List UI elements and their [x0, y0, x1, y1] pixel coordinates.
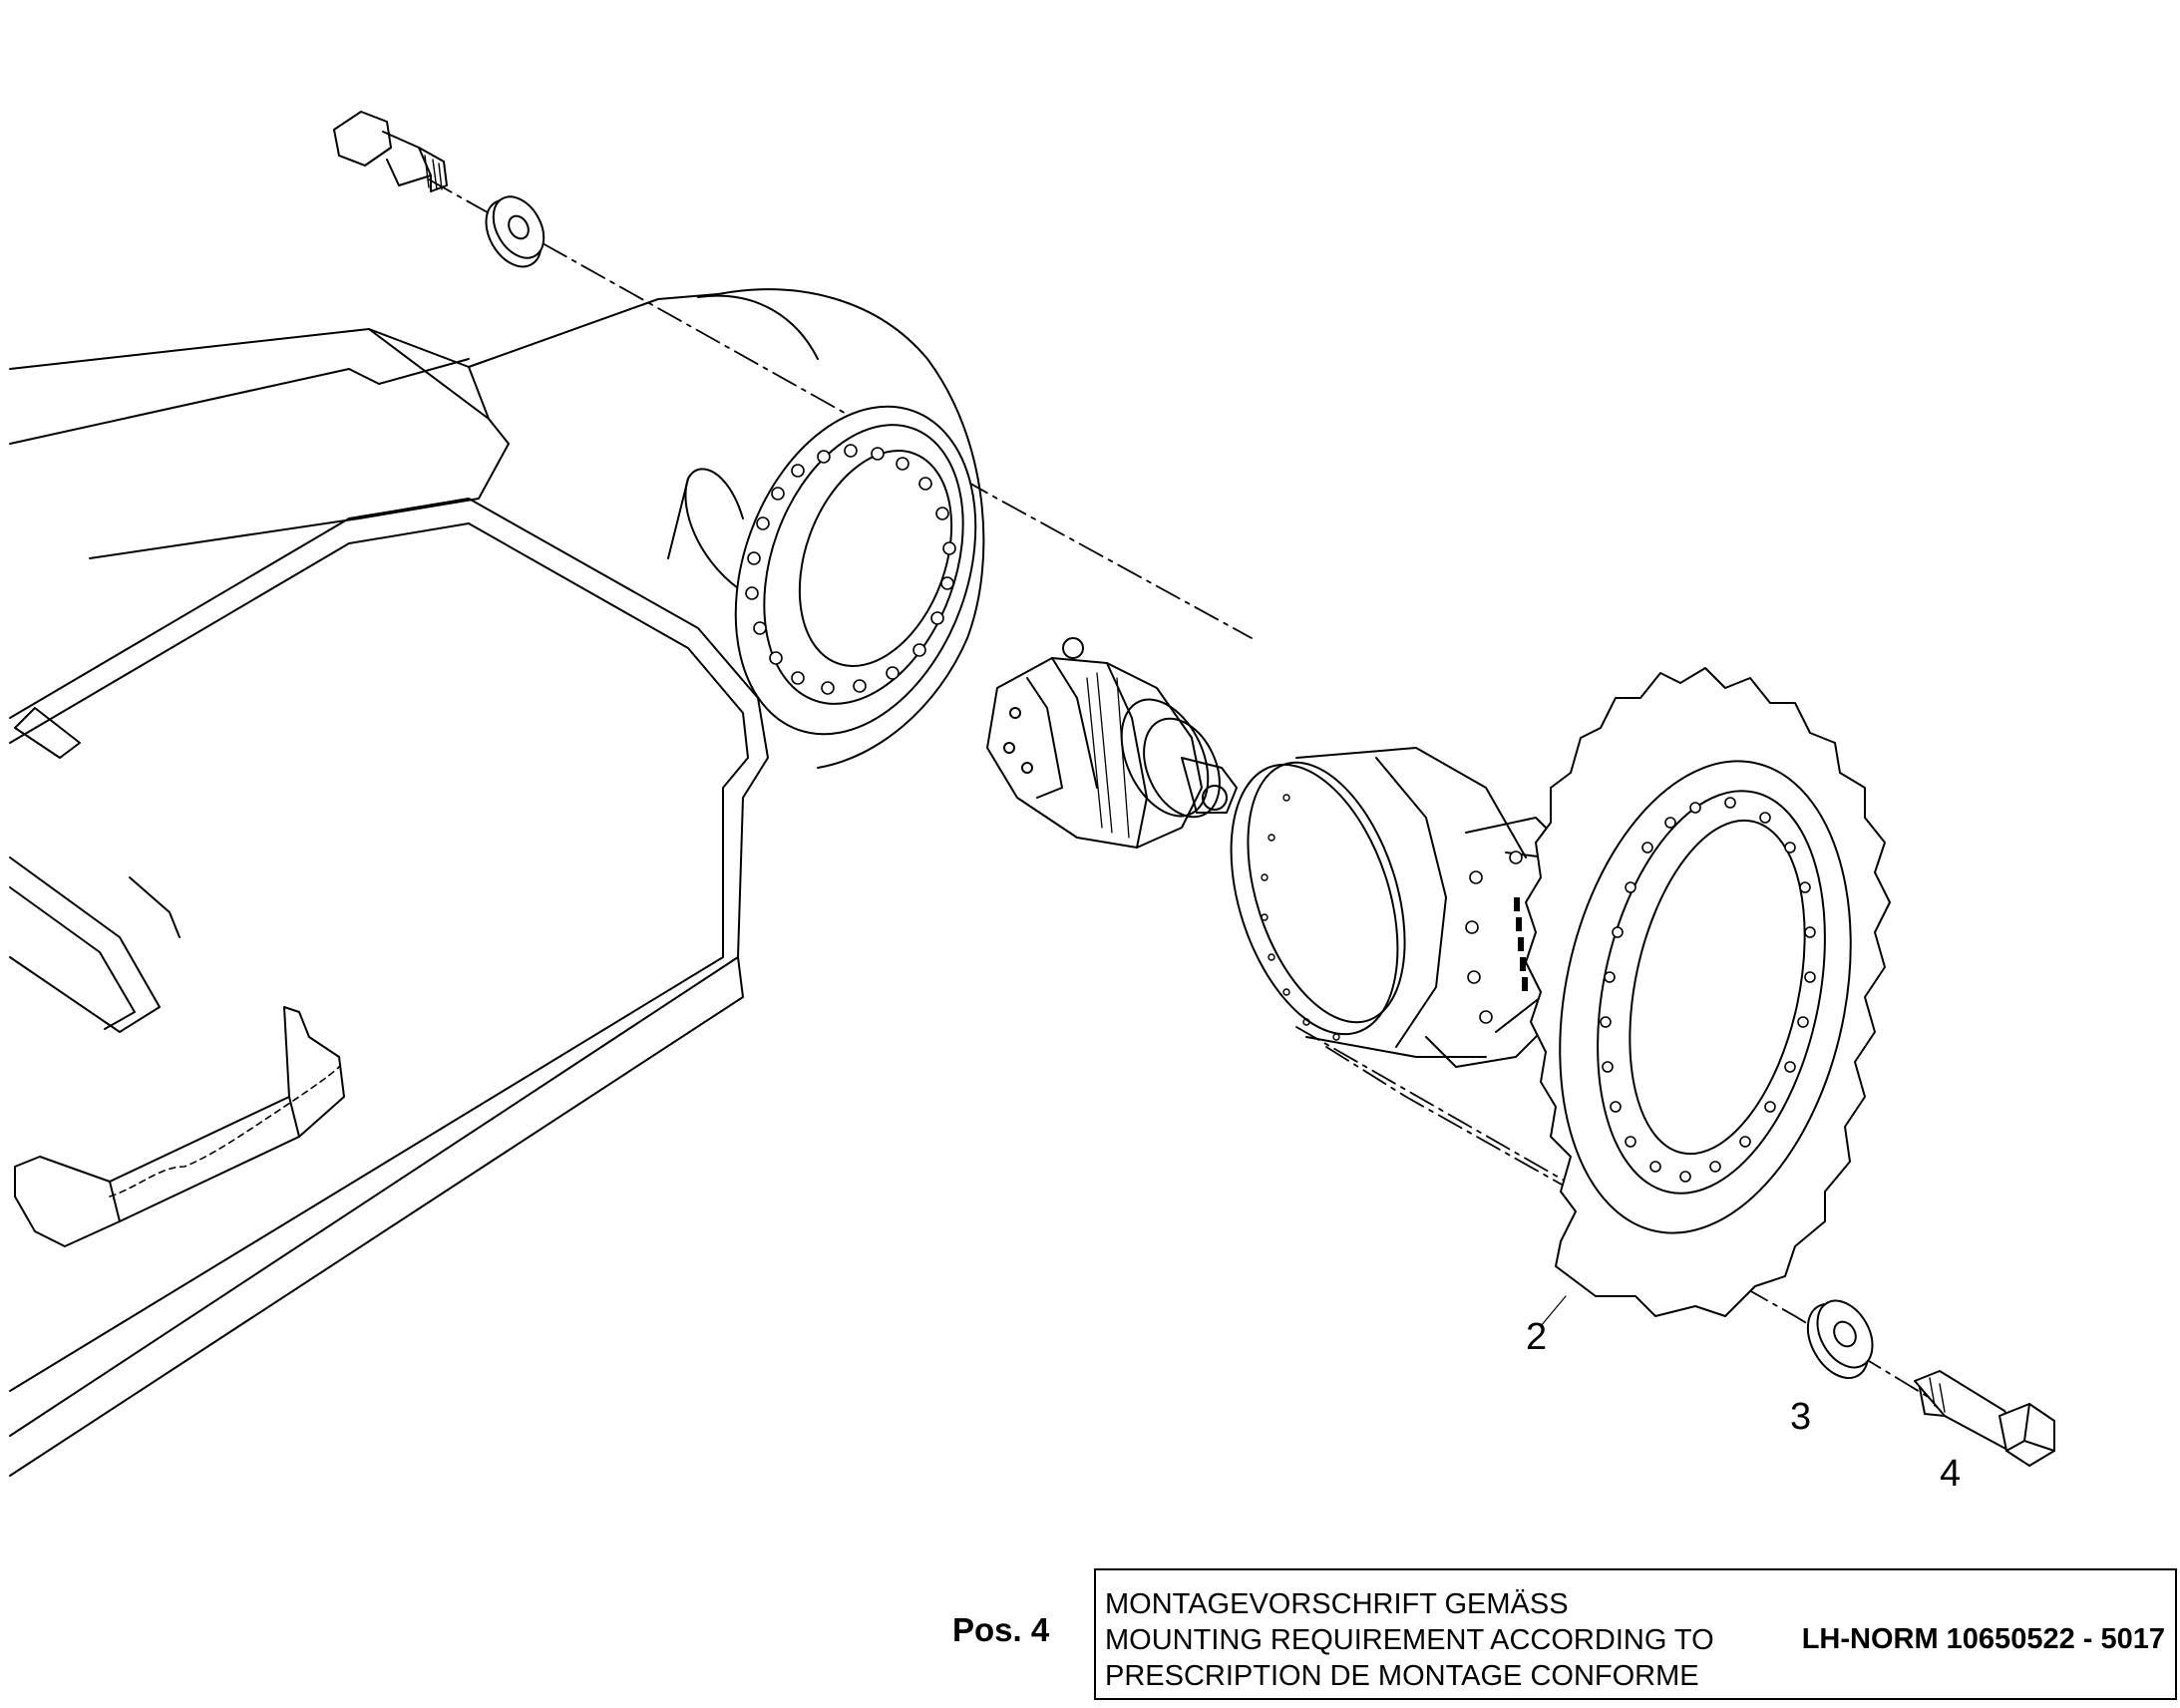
mounting-bolt-top	[333, 111, 448, 192]
sprocket	[1525, 667, 1891, 1317]
note-line-english: MOUNTING REQUIREMENT ACCORDING TO	[1105, 1624, 1714, 1656]
callout-number-bolt: 4	[1940, 1453, 1962, 1495]
note-line-french: PRESCRIPTION DE MONTAGE CONFORME	[1105, 1660, 1699, 1692]
travel-motor	[986, 637, 1238, 849]
mounting-bolt-bottom	[1914, 1370, 2055, 1467]
callout-number-sprocket: 2	[1526, 1316, 1548, 1358]
washer-bottom	[1806, 1299, 1874, 1379]
mounting-note-box: MONTAGEVORSCHRIFT GEMÄSS MOUNTING REQUIR…	[1094, 1568, 2177, 1700]
callout-number-washer: 3	[1790, 1396, 1812, 1438]
callout-leader	[1540, 1295, 1567, 1327]
washer-top	[485, 195, 545, 268]
norm-reference: LH-NORM 10650522 - 5017	[1801, 1623, 2165, 1655]
position-label: Pos. 4	[952, 1611, 1050, 1648]
final-drive-gearbox	[1230, 747, 1587, 1068]
note-line-german: MONTAGEVORSCHRIFT GEMÄSS	[1105, 1588, 1569, 1620]
frame-mounting-flange	[734, 405, 977, 736]
track-frame	[9, 288, 985, 1477]
